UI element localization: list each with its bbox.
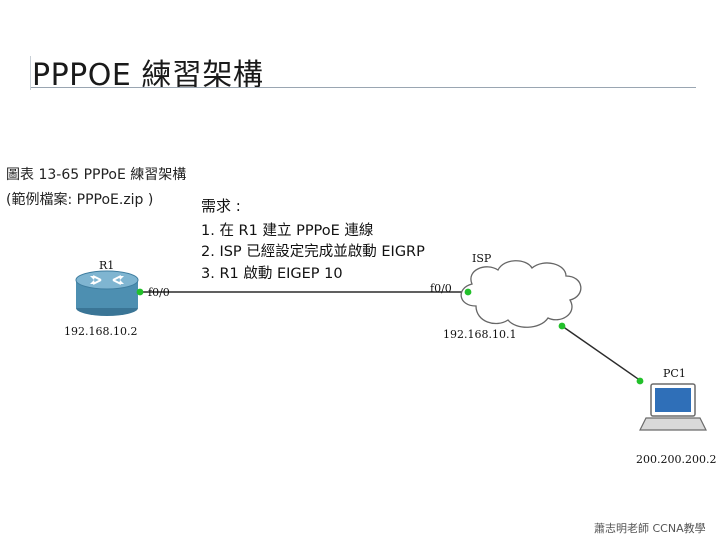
pc-laptop-icon[interactable] <box>639 383 707 431</box>
title-underline <box>30 87 696 88</box>
port-indicator-isp-pc <box>558 322 566 330</box>
isp-label: ISP <box>472 252 492 265</box>
author-credit: 蕭志明老師 CCNA教學 <box>594 522 706 535</box>
ip-label-isp: 192.168.10.1 <box>443 328 517 341</box>
figure-caption: 圖表 13-65 PPPoE 練習架構 <box>6 167 187 183</box>
router-label: R1 <box>99 259 115 272</box>
interface-label-isp: f0/0 <box>430 282 452 295</box>
title-side-divider <box>30 56 31 90</box>
pc-label: PC1 <box>663 367 686 380</box>
router-icon[interactable] <box>75 270 139 316</box>
ip-label-pc1: 200.200.200.2 <box>636 453 717 466</box>
requirements-heading: 需求 : <box>201 197 241 215</box>
figure-file-note: (範例檔案: PPPoE.zip ) <box>6 192 154 208</box>
requirement-item: 1. 在 R1 建立 PPPoE 連線 <box>201 223 374 239</box>
port-indicator-isp-f0-0 <box>464 288 472 296</box>
interface-label-r1: f0/0 <box>148 286 170 299</box>
isp-cloud-icon[interactable] <box>460 260 582 328</box>
ip-label-r1: 192.168.10.2 <box>64 325 138 338</box>
link-isp-pc1 <box>561 325 642 382</box>
requirement-item: 2. ISP 已經設定完成並啟動 EIGRP <box>201 244 425 260</box>
requirement-item: 3. R1 啟動 EIGEP 10 <box>201 266 343 282</box>
port-indicator-r1-f0-0 <box>136 288 144 296</box>
port-indicator-pc1 <box>636 377 644 385</box>
